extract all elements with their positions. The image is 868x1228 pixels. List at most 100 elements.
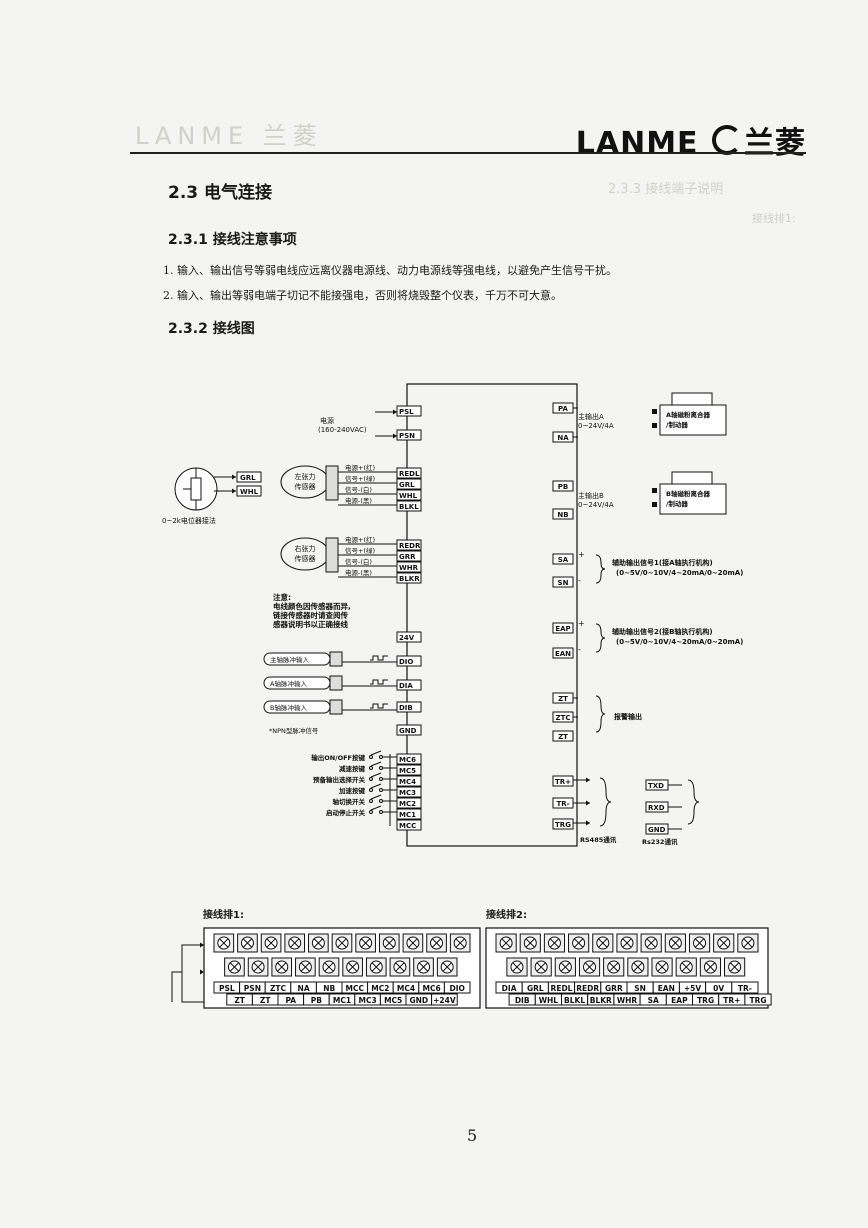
terminal-label-right-4: SA [558,556,569,564]
pot-arrow-whl [232,488,236,494]
switch-blade-2 [370,772,382,778]
terminal-grl [396,478,422,490]
left-sensor-name-1: 左张力 [295,472,316,481]
rs232-label: Rs232通讯 [642,837,678,846]
caution-line-2: 链接传感器时请查阅传 [273,610,348,620]
terminal-label-right-7: EAN [555,650,571,658]
switch-contact-b-3 [379,788,383,792]
right-wire-label-1: 信号+(绿) [345,546,375,555]
aux1-label: 辅助输出信号1(接A轴执行机构) [612,558,713,567]
left-sensor-cable [325,465,339,501]
left-sensor-name-2: 传感器 [295,482,316,491]
block2-top-label-4: GRR [605,984,623,993]
switch-contact-a-2 [369,777,373,781]
block2-bot-label-3: BLKR [590,996,612,1005]
switch-label-1: 减速按键 [339,764,366,773]
terminal-blkr [396,572,422,584]
block1-bot-label-3: PB [311,996,322,1005]
block1-screw-x2-0-7 [384,938,394,948]
block1-bot-label-1: ZT [260,996,271,1005]
block1-bot-label-0: ZT [234,996,245,1005]
switch-contact-b-0 [379,755,383,759]
power-arrow-l [393,409,397,415]
block1-bot-label-7: GND [409,996,428,1005]
terminal-mc4 [396,775,422,787]
switch-contact-b-5 [379,810,383,814]
block2-screw-x2-0-1 [525,938,535,948]
block1-bot-cell-8 [431,993,458,1006]
block2-screw-x2-0-3 [574,938,583,948]
block1-jumper-branch [171,971,182,1002]
block2-screw-x2-0-8 [695,938,704,948]
switch-blade-3 [370,783,382,789]
block2-bot-cell-9 [744,993,772,1006]
left-wire-label-1: 信号+(绿) [345,474,375,483]
block2-top-label-0: DIA [502,984,517,993]
terminal-label-dio: DIO [399,658,413,666]
axis-b-clutch-name-2: /制动器 [666,499,688,508]
pot-caption: 0~2k电位器接法 [162,516,216,525]
terminal-tr-minusplus-11 [552,775,574,787]
axis-a-clutch-name-1: A轴磁粉离合器 [666,410,711,419]
ghost-brand: LANME 兰菱 [135,122,323,150]
block1-screw-x2-1-5 [348,962,357,972]
alarm-brace [595,695,606,733]
terminal-mc3 [396,786,422,798]
terminal-sa-4 [552,553,574,565]
block2-screw-x2-0-0 [501,938,511,948]
right-wire-label-2: 信号-(白) [345,557,372,566]
terminal-mc5 [396,764,422,776]
block1-screw-x2-1-4 [324,962,334,972]
terminal-24v [396,631,422,643]
block2-screw-x2-0-10 [743,938,753,948]
rs485-arrow-1 [586,800,590,806]
terminal-label-right-3: NB [557,511,568,519]
block1-screw-x2-1-3 [301,962,310,972]
terminal-label-blkr: BLKR [399,575,420,583]
terminal-label-right-13: TRG [555,821,571,829]
terminal-zt-10 [552,730,574,742]
pot-arrow-grl [232,474,236,480]
block1-screw-x2-0-0 [219,938,229,948]
pot-grl-label: GRL [240,474,256,482]
block2-screw-x2-0-6 [646,938,656,948]
switch-label-3: 加速按键 [338,786,366,795]
terminal-label-right-0: PA [558,405,568,413]
terminal-grr [396,550,422,562]
block2-screw-x2-1-1 [536,962,546,972]
power-range: (160-240VAC) [318,426,367,434]
brand-logo: LANME 兰菱 [576,118,806,162]
terminal-trg-13 [552,818,574,830]
caution-line-1: 电线颜色因传感器而异, [273,601,351,611]
block2-screw-x2-1-6 [657,962,667,972]
terminal-label-whr: WHR [399,564,419,572]
right-sensor-outline [280,537,330,571]
block1-bot-label-2: PA [285,996,296,1005]
block1-screw-x2-0-6 [361,938,370,948]
terminal-label-right-5: SN [558,579,569,587]
caution-line-3: 感器说明书以正确接线 [273,619,348,629]
terminal-redr [396,539,422,551]
switch-contact-a-4 [369,799,373,803]
rs485-brace [599,777,612,827]
block1-top-label-8: MC6 [423,984,441,993]
block1-top-label-4: NB [323,984,335,993]
terminal-label-mc6: MC6 [399,756,416,764]
power-label: 电源 [320,416,334,425]
block1-bot-label-8: +24V [433,996,456,1005]
block1-screw-x2-1-9 [442,962,452,972]
right-wire-label-0: 电源+(红) [345,535,375,544]
terminal-label-mc5: MC5 [399,767,416,775]
ghost-sub1: 接线排1: [752,212,796,225]
block2-top-label-1: GRL [527,984,544,993]
npn-note: *NPN型脉冲信号 [269,726,319,735]
terminal-mcc [396,819,422,831]
block1-screw-x2-1-0 [230,962,239,972]
block2-top-label-8: 0V [713,984,724,993]
block1-top-label-0: PSL [219,984,235,993]
switch-contact-a-0 [369,755,373,759]
axis-b-clutch-top [671,471,713,485]
terminal-psl [396,405,422,417]
block2-bot-label-2: BLKL [564,996,585,1005]
block2-screw-x2-1-4 [609,962,619,972]
